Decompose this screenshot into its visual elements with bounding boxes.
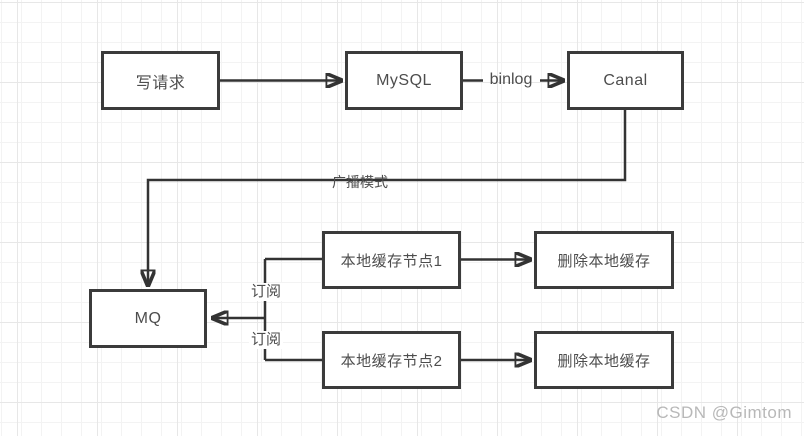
edge-label-binlog: binlog	[489, 71, 533, 88]
node-local-cache-1: 本地缓存节点1	[322, 231, 461, 289]
node-canal: Canal	[567, 51, 684, 110]
edge-canal-to-mq	[148, 110, 627, 287]
node-write-request: 写请求	[101, 51, 220, 110]
node-mq-label: MQ	[134, 309, 162, 327]
edge-label-subscribe-top: 订阅	[249, 283, 283, 301]
node-delete-cache-1-label: 删除本地缓存	[557, 252, 651, 270]
edge-label-broadcast-mode: 广播模式	[332, 174, 388, 190]
edge-label-subscribe-bottom: 订阅	[249, 331, 283, 349]
node-mysql: MySQL	[345, 51, 463, 110]
csdn-watermark: CSDN @Gimtom	[656, 403, 792, 422]
node-delete-cache-2: 删除本地缓存	[534, 331, 674, 389]
node-write-request-label: 写请求	[135, 74, 186, 92]
node-local-cache-2: 本地缓存节点2	[322, 331, 461, 389]
node-delete-cache-1: 删除本地缓存	[534, 231, 674, 289]
node-local-cache-2-label: 本地缓存节点2	[340, 352, 443, 370]
node-local-cache-1-label: 本地缓存节点1	[340, 252, 443, 270]
node-mysql-label: MySQL	[376, 71, 432, 89]
node-canal-label: Canal	[603, 71, 648, 89]
node-mq: MQ	[89, 289, 207, 348]
node-delete-cache-2-label: 删除本地缓存	[557, 352, 651, 370]
